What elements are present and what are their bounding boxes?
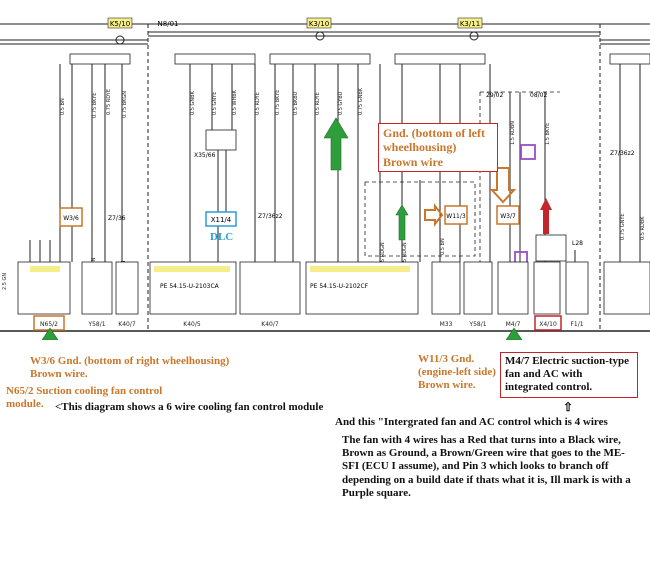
conn-k40-7: K40/7 bbox=[118, 321, 136, 328]
svg-text:0.5 BN: 0.5 BN bbox=[60, 98, 66, 115]
conn-k40-7b: K40/7 bbox=[261, 321, 279, 328]
four-wire-note: And this "Intergrated fan and AC control… bbox=[335, 416, 608, 428]
conn-m33: M33 bbox=[440, 321, 453, 328]
svg-text:0.5 WHBK: 0.5 WHBK bbox=[232, 89, 238, 115]
conn-y58-1: Y58/1 bbox=[87, 321, 105, 328]
m4-7-note: M4/7 Electric suction-type fan and AC wi… bbox=[500, 352, 638, 398]
svg-text:1.5 BKYE: 1.5 BKYE bbox=[545, 123, 551, 145]
svg-text:0.5 RDYE: 0.5 RDYE bbox=[255, 92, 261, 115]
w3-6-note: W3/6 Gnd. (bottom of right wheelhousing)… bbox=[30, 355, 230, 381]
conn-f1-1: F1/1 bbox=[570, 321, 583, 328]
svg-text:0.5 BN: 0.5 BN bbox=[440, 238, 446, 255]
n65-2-note: N65/2 Suction cooling fan control module… bbox=[6, 385, 163, 411]
green-arrows bbox=[41, 117, 523, 340]
x11-4-code: X11/4 bbox=[211, 216, 232, 224]
top-tag-3: K3/10 bbox=[309, 20, 329, 28]
wiring-diagram: K5/10 N8/01 K3/10 K3/11 bbox=[0, 17, 650, 340]
top-tag-2: N8/01 bbox=[158, 20, 179, 28]
x35-66-code: X35/66 bbox=[194, 152, 216, 159]
svg-text:0.5 GNYE: 0.5 GNYE bbox=[212, 92, 218, 115]
svg-text:0.75 GNBK: 0.75 GNBK bbox=[358, 87, 364, 115]
six-wire-note: <This diagram shows a 6 wire cooling fan… bbox=[55, 401, 324, 413]
orange-arrows bbox=[424, 167, 517, 227]
w3-7-code: W3/7 bbox=[500, 213, 516, 220]
svg-text:0.75 RDYE: 0.75 RDYE bbox=[106, 89, 112, 115]
svg-text:0.5 BKBU: 0.5 BKBU bbox=[293, 91, 299, 115]
svg-text:0.5 RDYE: 0.5 RDYE bbox=[315, 92, 321, 115]
red-arrow bbox=[540, 198, 552, 234]
w3-7-box bbox=[496, 205, 520, 225]
splice-08-02: 08/02 bbox=[530, 92, 547, 99]
x4-10-box bbox=[534, 315, 562, 331]
w3-6-box bbox=[59, 207, 83, 227]
svg-text:0.5 GNBK: 0.5 GNBK bbox=[190, 90, 196, 115]
w3-6-code: W3/6 bbox=[63, 215, 79, 222]
svg-text:0.75 RDGN: 0.75 RDGN bbox=[380, 242, 386, 270]
pe-label-2: PE 54.15-U-2102CF bbox=[310, 283, 369, 290]
svg-text:0.5 RDBK: 0.5 RDBK bbox=[640, 216, 646, 240]
w11-3-code: W11/3 bbox=[446, 213, 466, 220]
up-arrow-icon: ⇧ bbox=[563, 400, 574, 414]
svg-text:0.75 BKYE: 0.75 BKYE bbox=[92, 93, 98, 118]
svg-text:0.75 BKGN: 0.75 BKGN bbox=[122, 91, 128, 118]
pe-label-1: PE 54.15-U-2103CA bbox=[160, 283, 220, 290]
z7-36z2-right: Z7/36z2 bbox=[610, 150, 635, 157]
top-tag-4: K3/11 bbox=[460, 20, 480, 28]
svg-text:0.75 GNYE: 0.75 GNYE bbox=[620, 213, 626, 240]
z7-36-code: Z7/36 bbox=[108, 215, 126, 222]
fan-description-paragraph: The fan with 4 wires has a Red that turn… bbox=[342, 434, 631, 499]
svg-text:0.75 BKYE: 0.75 BKYE bbox=[275, 90, 281, 115]
l28-code: L28 bbox=[572, 240, 583, 247]
conn-y58-1b: Y58/1 bbox=[468, 321, 486, 328]
svg-text:0.75 RDGN: 0.75 RDGN bbox=[402, 242, 408, 270]
w11-3-note: W11/3 Gnd. (engine-left side) Brown wire… bbox=[418, 353, 496, 392]
svg-text:0.5 GYBU: 0.5 GYBU bbox=[338, 91, 344, 115]
gnd-left-wheelhousing-note: Gnd. (bottom of left wheelhousing) Brown… bbox=[378, 123, 498, 173]
z7-36z2-code: Z7/36z2 bbox=[258, 213, 283, 220]
top-tag-1: K5/10 bbox=[110, 20, 130, 28]
purple-square-pin3 bbox=[520, 144, 536, 160]
conn-x4-10: X4/10 bbox=[539, 321, 557, 328]
splice-29-02: 29/02 bbox=[486, 92, 503, 99]
dlc-box bbox=[205, 211, 237, 227]
svg-text:1.5 RDBN: 1.5 RDBN bbox=[510, 121, 516, 145]
conn-k40-5: K40/5 bbox=[183, 321, 201, 328]
conn-m4-7: M4/7 bbox=[506, 321, 521, 328]
conn-n65-2: N65/2 bbox=[40, 321, 58, 328]
dlc-label: DLC bbox=[210, 231, 234, 243]
w11-3-box bbox=[444, 205, 468, 225]
svg-text:2.5 GN: 2.5 GN bbox=[2, 273, 8, 290]
